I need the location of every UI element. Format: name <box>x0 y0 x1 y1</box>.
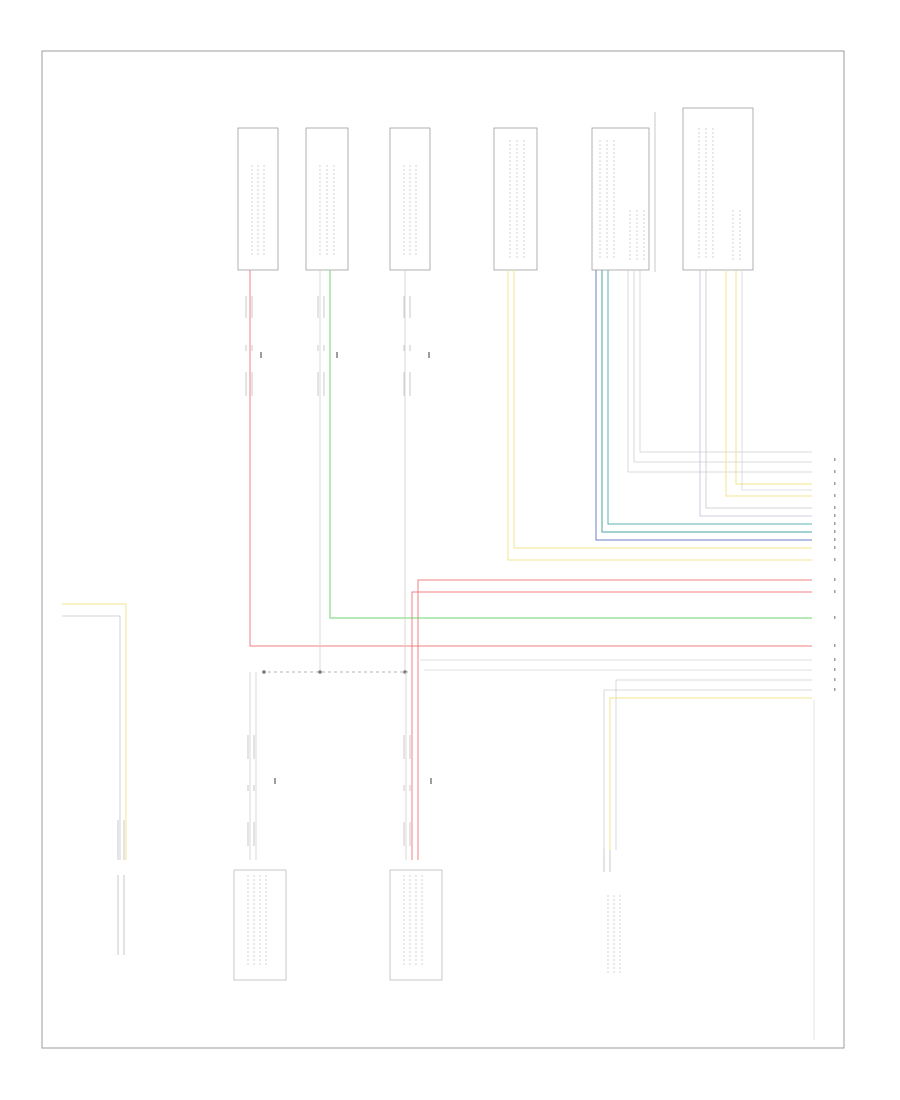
component-c6-pins <box>698 128 741 260</box>
component-c1 <box>237 127 279 271</box>
connector-flags <box>260 352 432 784</box>
wire-gray-b4-a <box>603 689 812 850</box>
diagram-frame <box>41 50 845 1049</box>
wire-teal-c5-b <box>601 270 812 533</box>
wire-gray-c5-e <box>633 270 812 463</box>
component-c6-box <box>682 107 754 271</box>
component-c3 <box>389 127 431 271</box>
component-c3-box <box>389 127 431 271</box>
wire-blue-c5-a <box>595 270 812 541</box>
wire-gray-c6-b <box>705 270 812 509</box>
component-c2-box <box>305 127 349 271</box>
component-c2 <box>305 127 349 271</box>
component-b2-box <box>233 869 287 981</box>
wire-red-b3-b <box>411 591 812 860</box>
wire-gray-c6-a <box>699 270 812 517</box>
component-b3-pins <box>403 875 423 965</box>
wire-yellow-c4-a <box>513 270 812 549</box>
wire-left-gray <box>62 615 121 860</box>
component-b2 <box>233 869 287 981</box>
wire-green-c2 <box>329 270 812 619</box>
component-b4 <box>607 895 621 975</box>
component-c4-pins <box>509 140 525 260</box>
component-c6 <box>682 107 754 271</box>
component-c5-pins <box>599 140 645 260</box>
component-c3-pins <box>403 165 417 255</box>
wire-gray-c5-f <box>639 270 812 453</box>
wire-left-yellow <box>62 603 127 860</box>
wire-yellow-c6-b <box>735 270 812 485</box>
component-c1-pins <box>251 165 265 255</box>
wire-gray-b4-b <box>615 679 812 850</box>
wire-red-c1 <box>249 270 812 647</box>
component-b3 <box>389 869 443 981</box>
component-b2-pins <box>247 875 267 965</box>
wire-yellow-c6-a <box>725 270 812 497</box>
component-c2-pins <box>319 165 335 255</box>
wire-yellow-c4-b <box>507 270 812 561</box>
component-c1-box <box>237 127 279 271</box>
wire-gray-c6-c <box>741 270 812 491</box>
component-b3-box <box>389 869 443 981</box>
component-c5 <box>591 112 656 272</box>
connector-marks <box>117 296 611 955</box>
component-c5-box <box>591 127 650 271</box>
component-b4-pins <box>607 895 621 975</box>
wire-gray-c5-d <box>627 270 812 473</box>
right-edge-ticks <box>834 458 836 691</box>
splice <box>262 670 408 674</box>
wire-teal-c5-c <box>607 270 812 525</box>
component-c4-box <box>493 127 538 271</box>
wire-red-b3-a <box>417 579 812 860</box>
component-c4 <box>493 127 538 271</box>
wire-yellow-b4 <box>609 697 812 850</box>
